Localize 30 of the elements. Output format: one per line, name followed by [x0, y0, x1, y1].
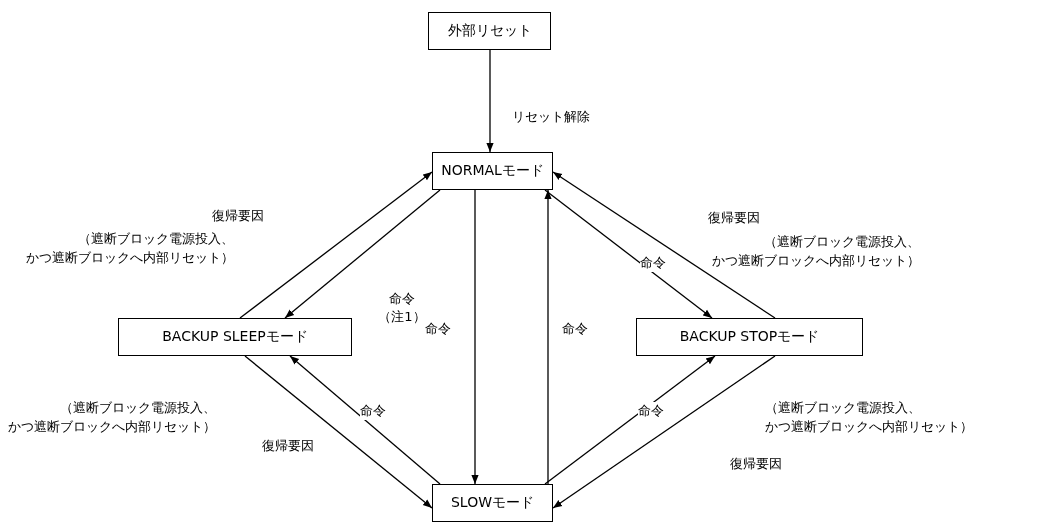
arrow — [552, 355, 776, 509]
edge-label: 命令 — [360, 402, 386, 420]
edge-label: 復帰要因 — [212, 207, 264, 225]
arrow — [284, 189, 441, 319]
edge-label: リセット解除 — [512, 108, 590, 126]
edge-label: 命令 — [640, 254, 666, 272]
edge-label: 復帰要因 — [708, 209, 760, 227]
arrow — [471, 189, 479, 485]
edge-label: 命令 — [425, 320, 451, 338]
condition-note: （遮断ブロック電源投入、かつ遮断ブロックへ内部リセット） — [25, 230, 234, 267]
edge-label: 命令 — [638, 402, 664, 420]
arrow — [544, 189, 713, 319]
arrow — [552, 171, 776, 319]
arrow — [544, 189, 552, 485]
arrow — [486, 49, 494, 153]
state-box: BACKUP STOPモード — [636, 318, 863, 356]
state-box: BACKUP SLEEPモード — [118, 318, 352, 356]
condition-note: （遮断ブロック電源投入、かつ遮断ブロックへ内部リセット） — [711, 233, 920, 270]
edge-label: 復帰要因 — [262, 437, 314, 455]
arrow — [289, 355, 441, 485]
edge-label: 命令 — [562, 320, 588, 338]
edge-label: 復帰要因 — [730, 455, 782, 473]
state-box: 外部リセット — [428, 12, 551, 50]
state-box: NORMALモード — [432, 152, 553, 190]
arrow — [244, 355, 433, 509]
arrow — [239, 171, 433, 319]
arrow — [544, 355, 716, 485]
condition-note: （遮断ブロック電源投入、かつ遮断ブロックへ内部リセット） — [7, 399, 216, 436]
condition-note: （遮断ブロック電源投入、かつ遮断ブロックへ内部リセット） — [765, 399, 974, 436]
state-box: SLOWモード — [432, 484, 553, 522]
